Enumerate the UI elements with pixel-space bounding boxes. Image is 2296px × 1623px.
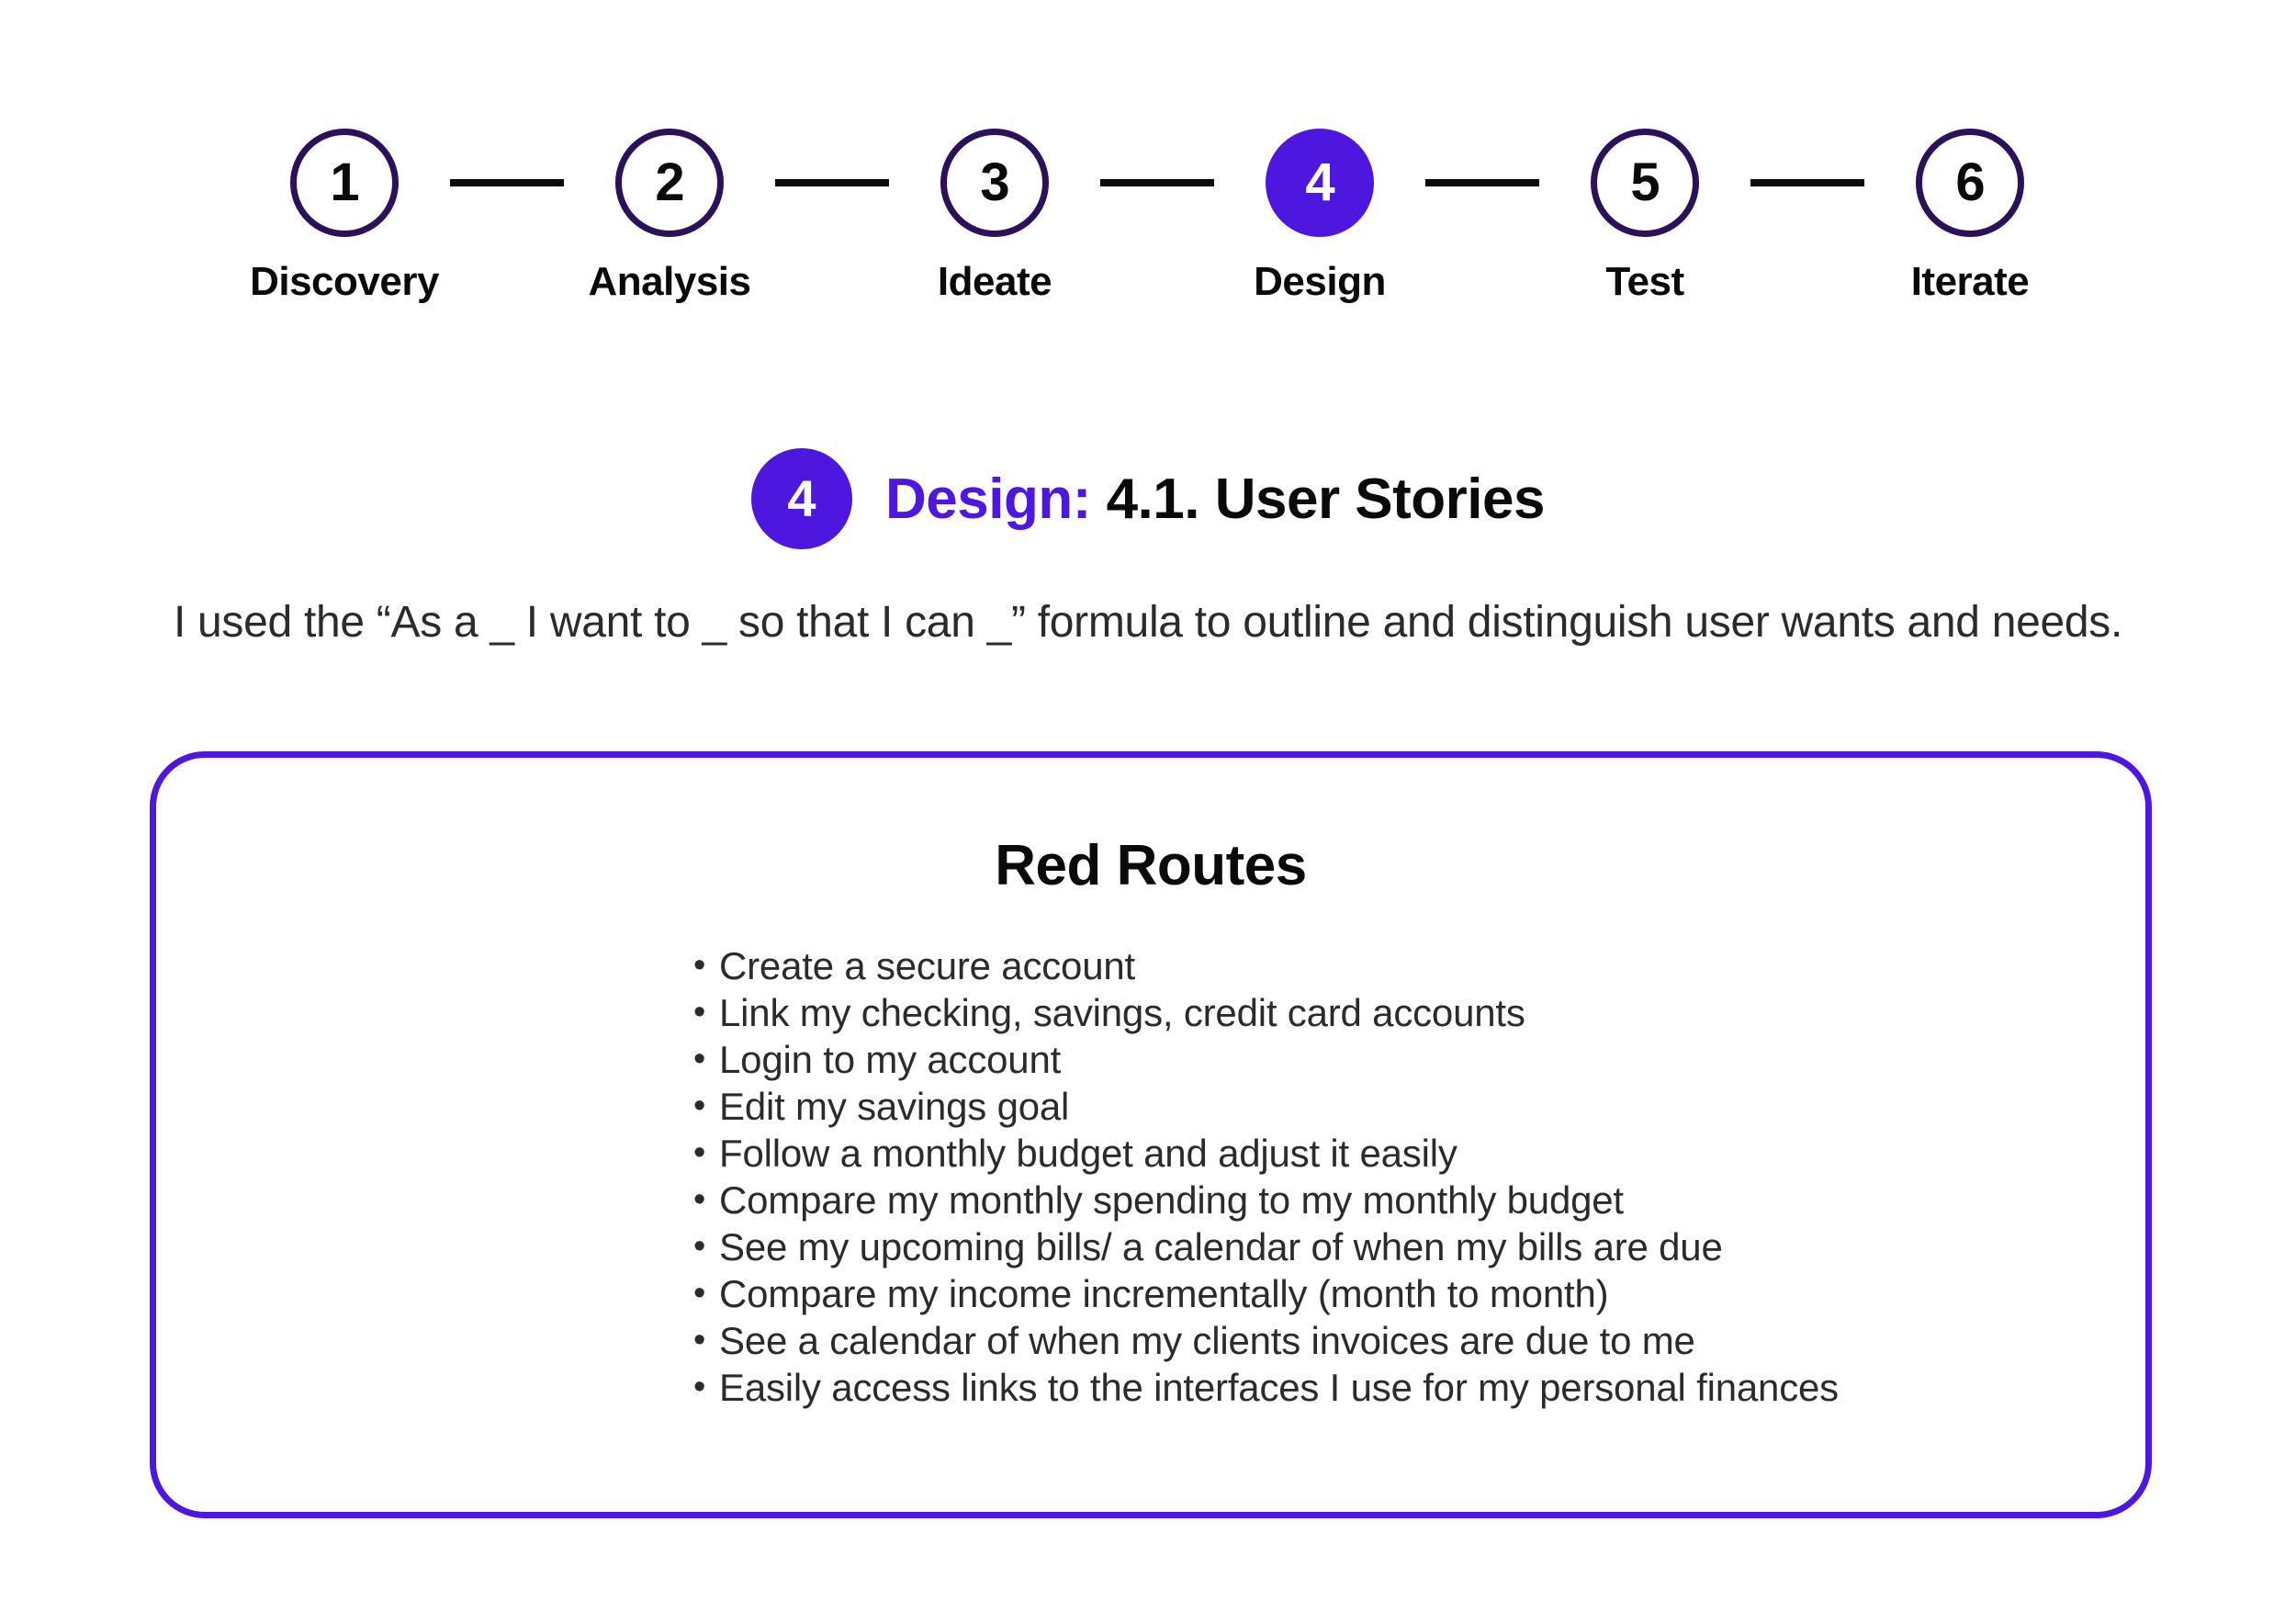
step-label: Analysis <box>588 259 751 304</box>
step-6-iterate[interactable]: 6 Iterate <box>1864 129 2076 305</box>
list-item: Link my checking, savings, credit card a… <box>693 989 2145 1036</box>
section-badge: 4 <box>750 448 852 549</box>
step-number-circle: 2 <box>615 129 724 237</box>
step-1-discovery[interactable]: 1 Discovery <box>239 129 450 305</box>
stepper-connector-1-2 <box>450 179 564 186</box>
list-item: Follow a monthly budget and adjust it ea… <box>693 1130 2145 1177</box>
stepper-connector-5-6 <box>1750 179 1864 186</box>
list-item: See a calendar of when my clients invoic… <box>693 1317 2145 1364</box>
list-item: Login to my account <box>693 1036 2145 1083</box>
list-item: See my upcoming bills/ a calendar of whe… <box>693 1223 2145 1270</box>
list-item: Easily access links to the interfaces I … <box>693 1364 2145 1411</box>
step-3-ideate[interactable]: 3 Ideate <box>889 129 1100 305</box>
step-label: Discovery <box>250 259 439 304</box>
step-number-circle: 3 <box>940 129 1049 237</box>
step-number-circle: 6 <box>1916 129 2024 237</box>
stepper-connector-2-3 <box>775 179 889 186</box>
list-item: Compare my monthly spending to my monthl… <box>693 1177 2145 1223</box>
step-number-circle: 5 <box>1591 129 1699 237</box>
list-item: Create a secure account <box>693 942 2145 989</box>
stepper-connector-3-4 <box>1100 179 1214 186</box>
intro-paragraph: I used the “As a _ I want to _ so that I… <box>173 598 2123 647</box>
step-5-test[interactable]: 5 Test <box>1539 129 1750 305</box>
red-routes-card: Red Routes Create a secure account Link … <box>150 751 2152 1518</box>
step-label: Iterate <box>1910 259 2030 304</box>
list-item: Compare my income incrementally (month t… <box>693 1270 2145 1317</box>
step-label: Test <box>1605 259 1684 304</box>
section-title-text: 4.1. User Stories <box>1106 467 1546 531</box>
step-number-circle: 4 <box>1266 129 1374 237</box>
step-4-design[interactable]: 4 Design <box>1214 129 1425 305</box>
step-number-circle: 1 <box>290 129 399 237</box>
step-label: Design <box>1254 259 1386 304</box>
stepper-connector-4-5 <box>1425 179 1539 186</box>
section-phase-label: Design: <box>884 467 1091 531</box>
list-item: Edit my savings goal <box>693 1083 2145 1130</box>
card-title: Red Routes <box>995 834 1307 897</box>
page-title: Design: 4.1. User Stories <box>884 467 1546 532</box>
step-label: Ideate <box>937 259 1052 304</box>
process-stepper: 1 Discovery 2 Analysis 3 Ideate 4 Design… <box>239 129 2076 305</box>
section-heading: 4 Design: 4.1. User Stories <box>0 448 2296 549</box>
step-2-analysis[interactable]: 2 Analysis <box>564 129 775 305</box>
red-routes-list: Create a secure account Link my checking… <box>156 942 2145 1411</box>
